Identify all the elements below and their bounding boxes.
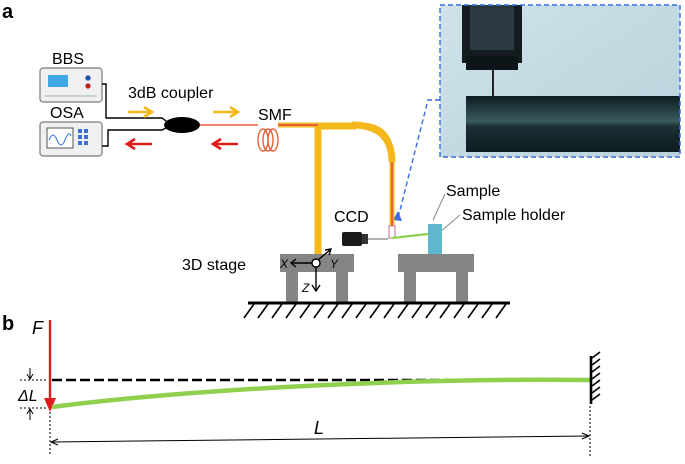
ground-hatch bbox=[327, 303, 339, 319]
panel-label-a: a bbox=[2, 1, 14, 23]
wall-hatch bbox=[591, 365, 601, 373]
ground-hatch bbox=[467, 303, 479, 319]
axis-z-label: Z bbox=[301, 281, 310, 295]
smf-label: SMF bbox=[258, 107, 292, 124]
deflection-markers bbox=[20, 368, 48, 420]
stage-label: 3D stage bbox=[182, 257, 246, 274]
force-label: F bbox=[32, 318, 44, 338]
fiber-jacket-thick bbox=[351, 121, 396, 163]
wall-hatch bbox=[591, 372, 601, 380]
ground-hatch bbox=[243, 303, 255, 319]
ground-hatch bbox=[299, 303, 311, 319]
wall-hatch bbox=[591, 351, 601, 359]
ground-hatch bbox=[271, 303, 283, 319]
deflection-label: ΔL bbox=[17, 388, 38, 405]
sample-leader bbox=[432, 193, 446, 221]
bbs-label: BBS bbox=[52, 51, 84, 68]
ground-hatch bbox=[453, 303, 465, 319]
ground-hatch bbox=[341, 303, 353, 319]
coupler-body bbox=[164, 117, 200, 133]
ground-hatch bbox=[355, 303, 367, 319]
yellow-arrow-right bbox=[213, 105, 241, 119]
bbs-cable bbox=[102, 83, 171, 125]
inset-pointer-arrow bbox=[397, 99, 440, 219]
axis-x-label: X bbox=[279, 257, 289, 271]
axis-indicator bbox=[289, 248, 333, 293]
ground-hatch bbox=[369, 303, 381, 319]
ground-hatch bbox=[439, 303, 451, 319]
wall-hatching bbox=[591, 351, 601, 401]
wall-hatch bbox=[591, 358, 601, 366]
ground bbox=[243, 301, 510, 319]
inset-pointer-arrowhead bbox=[393, 211, 402, 221]
wall-hatch bbox=[591, 379, 601, 387]
ground-hatch bbox=[495, 303, 507, 319]
axis-y-label: Y bbox=[330, 257, 339, 271]
wall-hatch bbox=[591, 386, 601, 394]
deflected-beam bbox=[51, 377, 591, 410]
sample-holder-label: Sample holder bbox=[462, 207, 566, 224]
ground-hatch bbox=[425, 303, 437, 319]
smf-coil bbox=[257, 128, 279, 152]
fiber-tip bbox=[388, 225, 396, 239]
microscope-inset bbox=[439, 4, 681, 158]
sample-fiber bbox=[391, 232, 429, 240]
ground-hatch bbox=[481, 303, 493, 319]
holder-leader bbox=[439, 214, 461, 233]
ground-hatch bbox=[257, 303, 269, 319]
osa-label: OSA bbox=[50, 105, 84, 122]
osa-cable bbox=[102, 125, 171, 147]
sample-holder bbox=[428, 224, 442, 254]
yellow-arrow-left bbox=[128, 105, 155, 119]
wall-hatch bbox=[591, 393, 601, 401]
ccd-label: CCD bbox=[334, 209, 369, 226]
ground-hatch bbox=[313, 303, 325, 319]
right-stage bbox=[398, 254, 474, 302]
panel-label-b: b bbox=[2, 313, 14, 335]
length-label: L bbox=[314, 418, 324, 438]
sample-label: Sample bbox=[446, 183, 500, 200]
osa-device: OSA bbox=[39, 105, 103, 157]
bbs-device: BBS bbox=[39, 51, 103, 103]
coupler-label: 3dB coupler bbox=[128, 85, 214, 102]
ground-hatch bbox=[285, 303, 297, 319]
ground-hatch bbox=[397, 303, 409, 319]
ccd-camera bbox=[342, 232, 388, 246]
fiber-image bbox=[466, 96, 680, 152]
red-arrow-right bbox=[210, 137, 238, 151]
ground-hatch bbox=[411, 303, 423, 319]
length-dimension bbox=[49, 406, 591, 456]
force-arrow bbox=[44, 320, 56, 412]
ground-hatch bbox=[383, 303, 395, 319]
red-arrow-left bbox=[124, 137, 152, 151]
